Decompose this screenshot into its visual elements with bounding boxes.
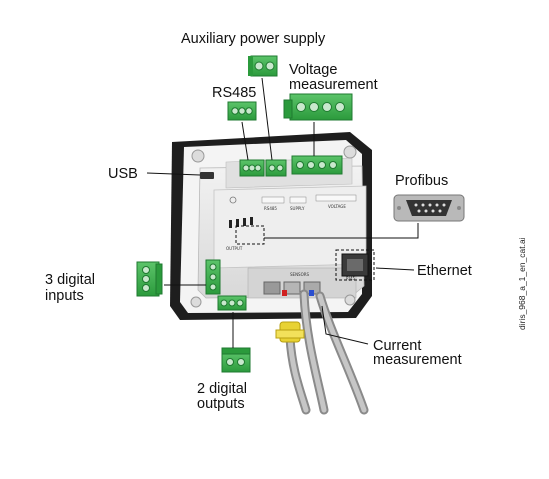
label-ethernet: Ethernet	[417, 263, 472, 279]
label-rs485: RS485	[212, 85, 257, 101]
leader-current	[321, 305, 369, 345]
marking-supply: SUPPLY	[290, 206, 305, 211]
label-usb: USB	[108, 166, 138, 182]
label-digital-outputs-line1: 2 digital	[197, 381, 247, 397]
digital-inputs-terminal	[136, 261, 163, 297]
digital-outputs-terminal	[221, 347, 251, 373]
rs485-terminal	[227, 101, 257, 121]
label-digital-inputs-line2: inputs	[45, 288, 84, 304]
label-voltage-measurement-line1: Voltage	[289, 62, 338, 78]
label-voltage-measurement-line2: measurement	[289, 77, 378, 93]
leader-rs485	[241, 121, 249, 161]
leader-usb	[146, 172, 201, 176]
label-profibus: Profibus	[395, 173, 449, 189]
leader-aux-power	[261, 77, 273, 161]
voltage-terminal	[283, 93, 353, 121]
marking-sensors: SENSORS	[290, 272, 310, 277]
leader-profibus	[264, 223, 419, 239]
marking-voltage: VOLTAGE	[328, 204, 346, 209]
label-digital-outputs-line2: outputs	[197, 396, 245, 412]
aux-power-terminal	[248, 55, 278, 77]
mounted-terminals	[200, 155, 375, 311]
label-current-measurement-line1: Current	[373, 338, 422, 354]
label-current-measurement-line2: measurement	[373, 352, 462, 368]
marking-output: OUTPUT	[226, 246, 243, 251]
marking-rj45: RJ45	[346, 276, 356, 281]
cables	[275, 289, 369, 415]
leader-ethernet	[375, 267, 415, 271]
label-auxiliary-power-supply: Auxiliary power supply	[181, 31, 326, 47]
file-reference: diris_968_a_1_en_cat.ai	[517, 237, 527, 330]
leader-lines	[146, 77, 419, 348]
marking-rs485: RS485	[264, 206, 277, 211]
device-markings: RS485 SUPPLY VOLTAGE OUTPUT SENSORS RJ45	[226, 204, 356, 281]
label-digital-inputs-line1: 3 digital	[45, 272, 95, 288]
profibus-connector	[393, 194, 465, 222]
